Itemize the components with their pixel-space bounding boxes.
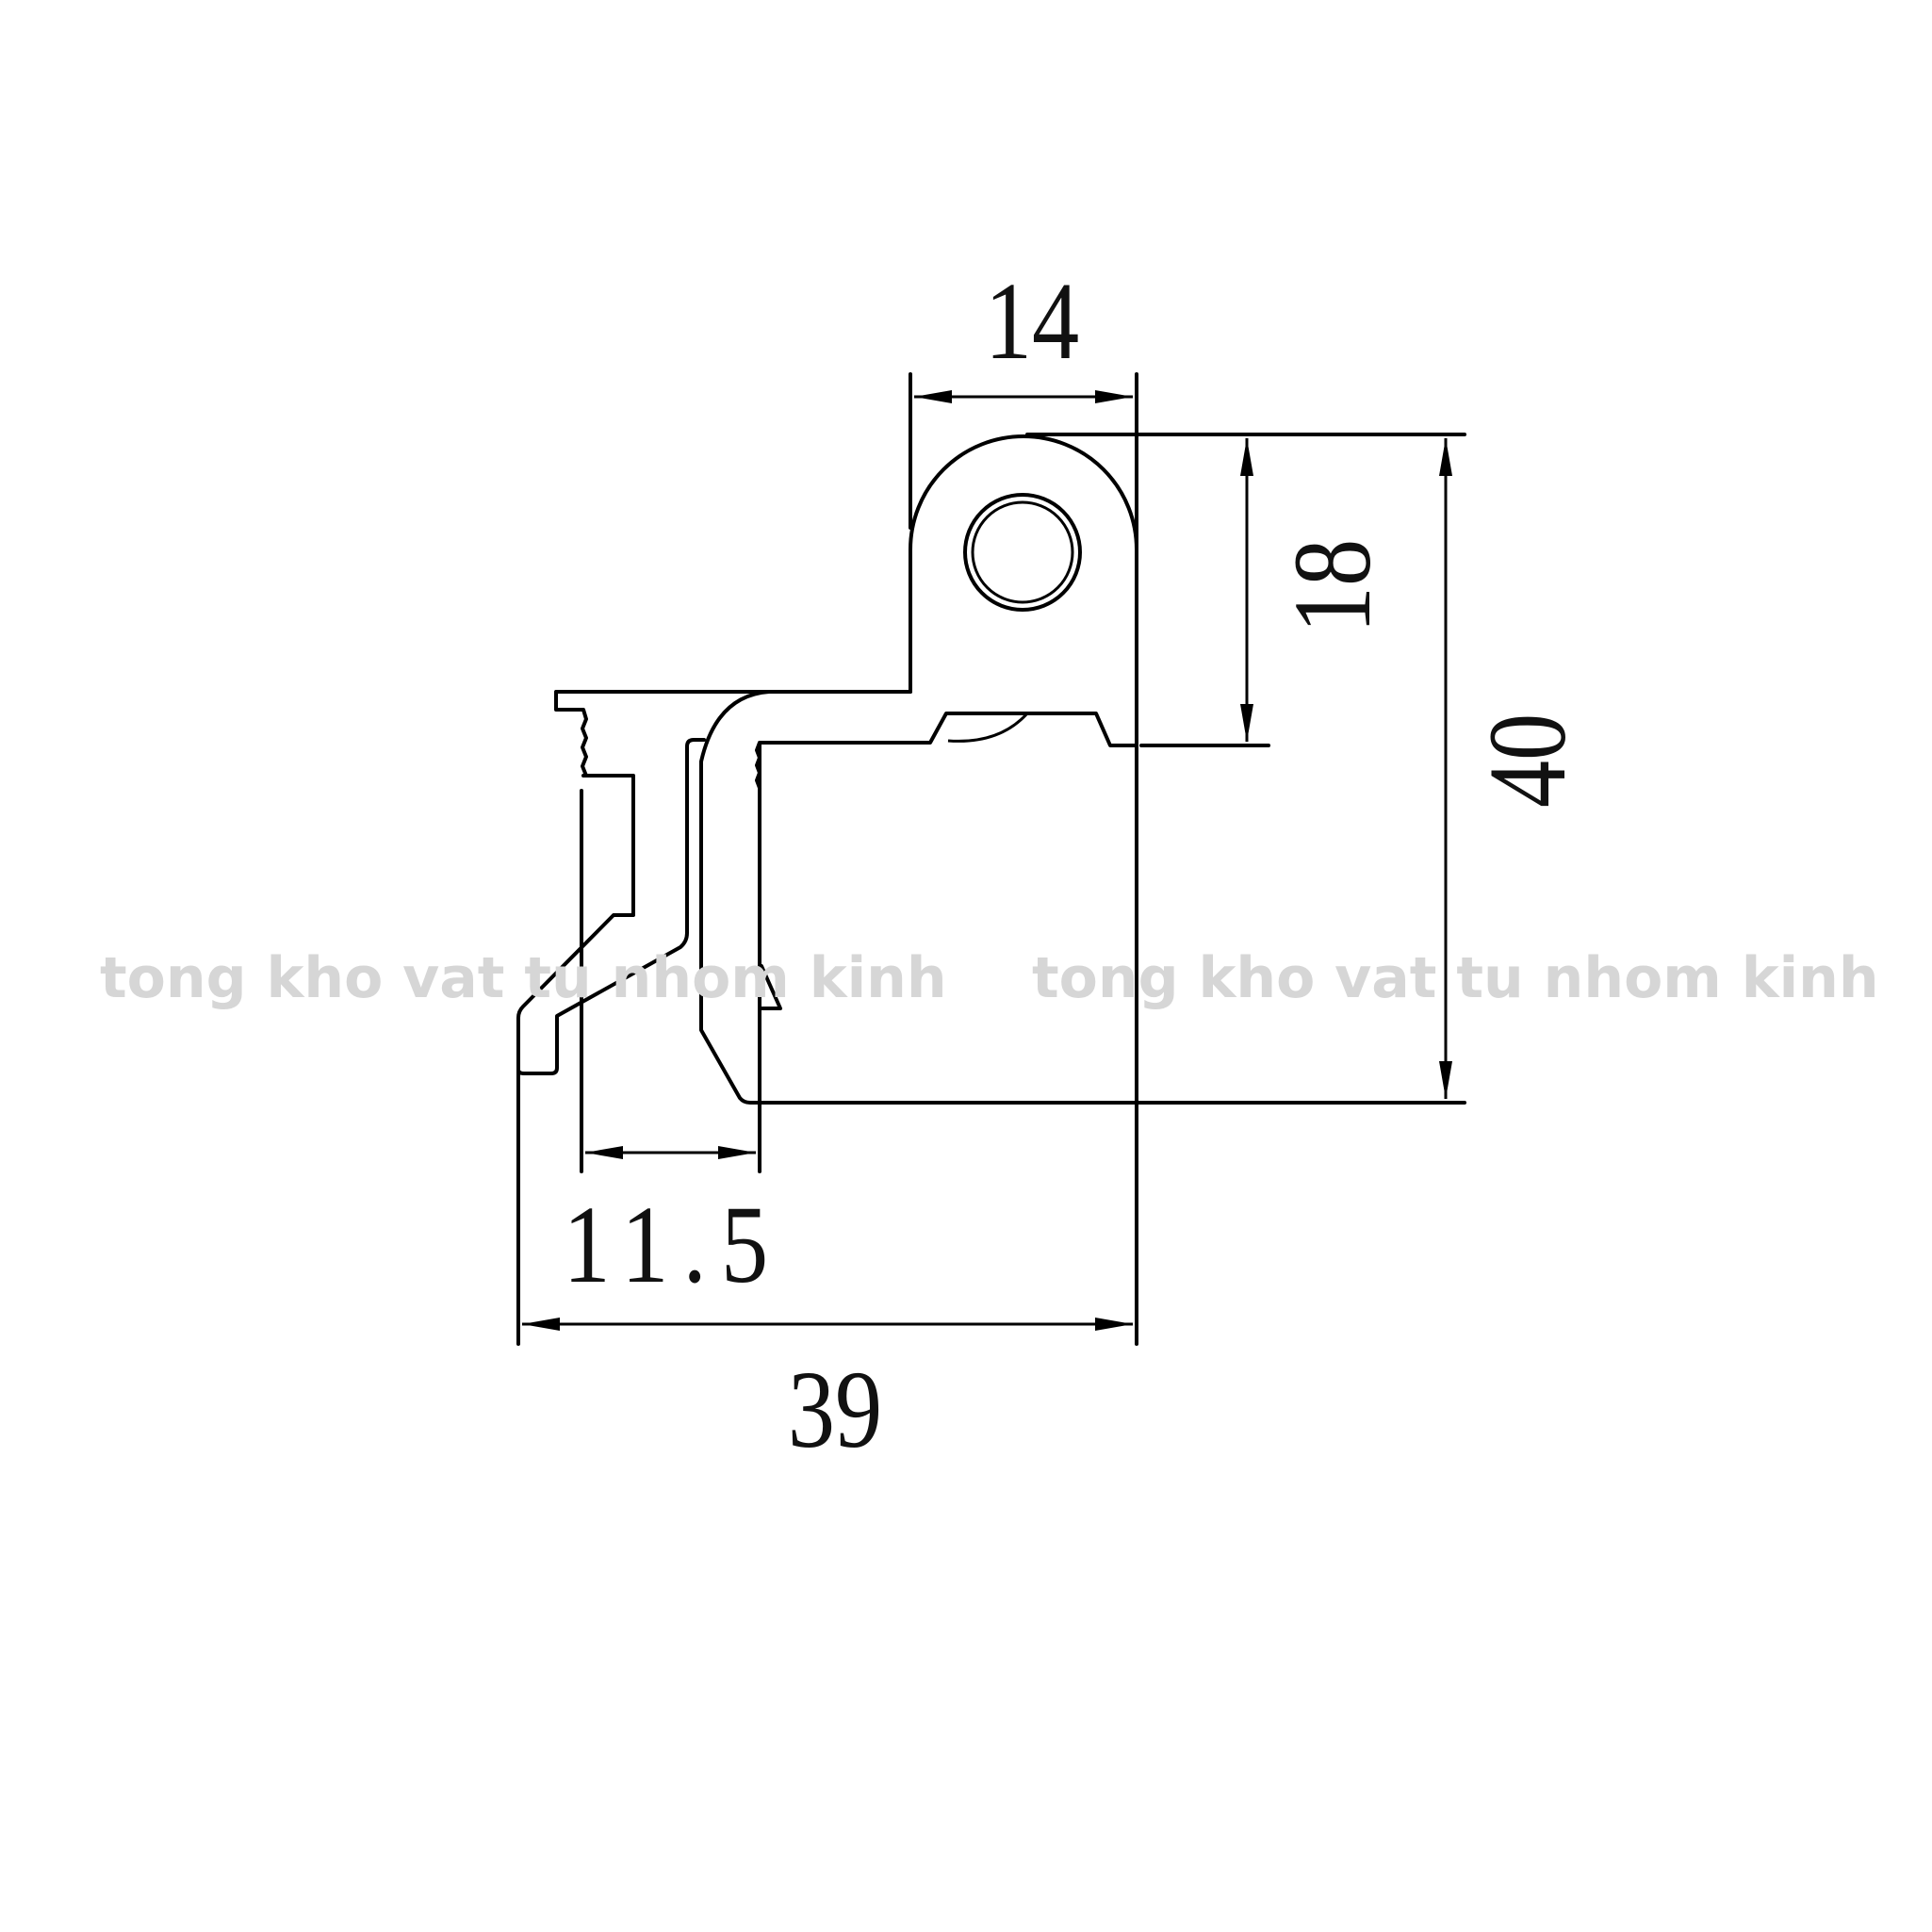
dimension-label-40: 40	[1465, 713, 1588, 808]
watermark-right: tong kho vat tu nhom kinh	[1032, 945, 1879, 1011]
watermark-left: tong kho vat tu nhom kinh	[100, 945, 947, 1011]
dimension-label-39: 39	[788, 1347, 882, 1470]
dimension-label-18: 18	[1269, 539, 1393, 633]
profile-outline	[516, 433, 1466, 1105]
dimension-label-11-5: 11.5	[564, 1182, 783, 1305]
hinge-knuckle	[909, 434, 1138, 694]
extension-lines	[516, 372, 1138, 1346]
dimension-label-14: 14	[985, 258, 1079, 382]
dimension-lines	[522, 390, 1452, 1331]
